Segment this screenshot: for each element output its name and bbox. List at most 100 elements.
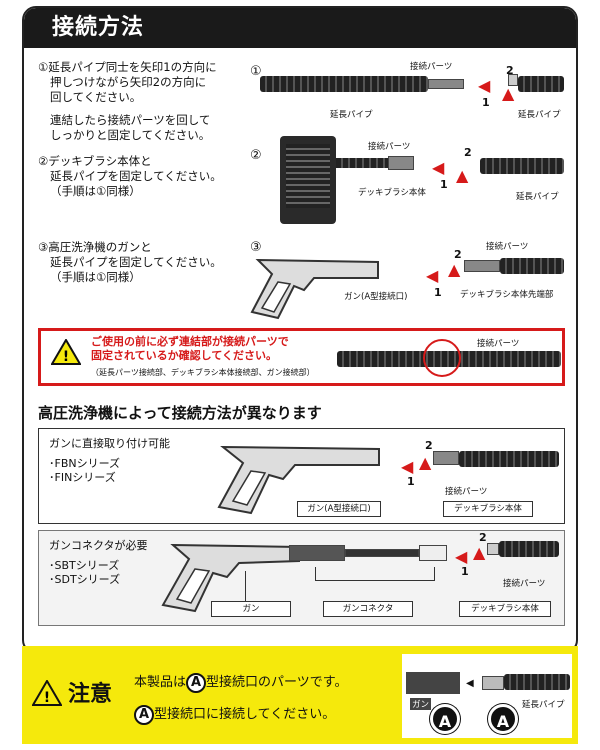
step3-instructions: ③高圧洗浄機のガンと 延長パイプを固定してください。 （手順は①同様） xyxy=(38,240,222,285)
brush-label: デッキブラシ本体 xyxy=(459,601,551,617)
extension-pipe xyxy=(480,158,564,174)
part-label: 接続パーツ xyxy=(445,487,488,497)
box1-series: ･FBNシリーズ xyxy=(49,457,121,470)
direct-attach-box: ガンに直接取り付け可能 ･FBNシリーズ ･FINシリーズ ガン(A型接続口) … xyxy=(38,428,565,524)
arrow-number-2: 2 xyxy=(425,439,433,452)
step3-line: 延長パイプを固定してください。 xyxy=(50,255,222,269)
step1-line: ①延長パイプ同士を矢印1の方向に xyxy=(38,60,217,74)
right-pipe-label: 延長パイプ xyxy=(518,110,561,120)
spray-gun-icon xyxy=(217,445,380,515)
step1-line: 押しつけながら矢印2の方向に xyxy=(50,75,207,89)
arrow-up-icon: ▲ xyxy=(502,84,515,103)
extension-pipe-right xyxy=(518,76,564,92)
arrow-up-icon: ▲ xyxy=(419,453,432,472)
instruction-panel: 接続方法 ①延長パイプ同士を矢印1の方向に 押しつけながら矢印2の方向に 回して… xyxy=(22,6,578,654)
a-type-mark: A xyxy=(134,705,154,725)
arrow-left-icon: ◀ xyxy=(401,457,414,476)
svg-text:!: ! xyxy=(63,349,69,365)
box1-title: ガンに直接取り付け可能 xyxy=(49,437,170,450)
box2-series: ･SDTシリーズ xyxy=(49,573,121,586)
arrow-number-2: 2 xyxy=(506,64,514,77)
part-label: 接続パーツ xyxy=(486,242,529,252)
connector-part xyxy=(482,676,504,690)
step1-line: 連結したら接続パーツを回して xyxy=(50,113,211,127)
gun-label: ガン(A型接続口) xyxy=(344,292,408,302)
box2-series: ･SBTシリーズ xyxy=(49,559,120,572)
right-pipe-label: 延長パイプ xyxy=(516,192,559,202)
arrow-left-icon: ◀ xyxy=(466,678,474,689)
warning-line-3: （延長パーツ接続部、デッキブラシ本体接続部、ガン接続部） xyxy=(91,368,315,377)
notice-text: 型接続口のパーツです。 xyxy=(206,675,348,690)
connector-shaft xyxy=(345,549,419,557)
connector-part xyxy=(388,156,414,170)
brush-pipe xyxy=(459,451,559,467)
step2-line: ②デッキブラシ本体と xyxy=(38,154,152,168)
connector-tip xyxy=(419,545,447,561)
arrow-up-icon: ▲ xyxy=(473,543,486,562)
step2-line: 延長パイプを固定してください。 xyxy=(50,169,222,183)
highlight-circle xyxy=(423,339,461,377)
a-type-mark: A xyxy=(186,673,207,693)
arrow-number-1: 1 xyxy=(440,178,448,191)
arrow-number-2: 2 xyxy=(454,248,462,261)
arrow-number-1: 1 xyxy=(407,475,415,488)
section-title: 高圧洗浄機によって接続方法が異なります xyxy=(38,404,322,422)
extension-pipe xyxy=(504,674,570,690)
deck-brush-head xyxy=(280,136,336,224)
notice-illustration: ガン ◀ 延長パイプ A A xyxy=(402,654,572,738)
gun-label: ガン xyxy=(211,601,291,617)
nozzle-tip xyxy=(487,543,499,555)
part-label: 接続パーツ xyxy=(368,142,411,152)
part-label: 接続パーツ xyxy=(503,579,546,589)
step3-line: （手順は①同様） xyxy=(50,270,141,284)
notice-text: 本製品は xyxy=(134,675,187,690)
connector-part xyxy=(433,451,459,465)
brush-label: デッキブラシ本体 xyxy=(443,501,533,517)
brush-label: デッキブラシ本体 xyxy=(358,188,426,198)
extension-pipe-left xyxy=(260,76,428,92)
step1-line: しっかりと固定してください。 xyxy=(50,128,211,142)
step2-marker: ② xyxy=(250,148,262,163)
step2-line: （手順は①同様） xyxy=(50,184,141,198)
box1-series: ･FINシリーズ xyxy=(49,471,116,484)
connector-part xyxy=(428,79,464,89)
arrow-left-icon: ◀ xyxy=(478,76,491,95)
step2-instructions: ②デッキブラシ本体と 延長パイプを固定してください。 （手順は①同様） xyxy=(38,154,222,199)
brush-pipe xyxy=(499,541,559,557)
arrow-number-1: 1 xyxy=(434,286,442,299)
notice-text: 型接続口に接続してください。 xyxy=(154,707,336,722)
arrow-left-icon: ◀ xyxy=(432,158,445,177)
gun-tip xyxy=(406,672,460,694)
a-type-mark: A xyxy=(488,704,518,734)
arrow-left-icon: ◀ xyxy=(455,547,468,566)
arrow-number-2: 2 xyxy=(479,531,487,544)
arrow-left-icon: ◀ xyxy=(426,266,439,285)
left-pipe-label: 延長パイプ xyxy=(330,110,373,120)
pointer-line xyxy=(245,571,246,601)
nozzle-tip xyxy=(508,74,518,86)
arrow-up-icon: ▲ xyxy=(448,260,461,279)
pipe-label: 延長パイプ xyxy=(522,700,565,710)
warning-icon: ! xyxy=(50,338,82,365)
page-title: 接続方法 xyxy=(52,15,145,40)
warning-line-2: 固定されているか確認してください。 xyxy=(91,349,278,362)
header-bar: 接続方法 xyxy=(24,8,576,48)
bracket-line xyxy=(315,567,435,581)
gun-label: ガン xyxy=(410,698,432,710)
brush-tip-pipe xyxy=(500,258,564,274)
box2-title: ガンコネクタが必要 xyxy=(49,539,148,552)
part-label: 接続パーツ xyxy=(410,62,453,72)
arrow-number-1: 1 xyxy=(482,96,490,109)
a-type-mark: A xyxy=(430,704,460,734)
warning-line-1: ご使用の前に必ず連結部が接続パーツで xyxy=(91,335,289,348)
arrow-up-icon: ▲ xyxy=(456,166,469,185)
step1-instructions: ①延長パイプ同士を矢印1の方向に 押しつけながら矢印2の方向に 回してください。… xyxy=(38,60,217,143)
connector-label: ガンコネクタ xyxy=(323,601,413,617)
step3-line: ③高圧洗浄機のガンと xyxy=(38,240,152,254)
right-label: デッキブラシ本体先端部 xyxy=(460,290,554,300)
arrow-number-1: 1 xyxy=(461,565,469,578)
connector-required-box: ガンコネクタが必要 ･SBTシリーズ ･SDTシリーズ ガン ガンコネクタ ◀ … xyxy=(38,530,565,626)
spray-gun-icon xyxy=(250,258,379,320)
